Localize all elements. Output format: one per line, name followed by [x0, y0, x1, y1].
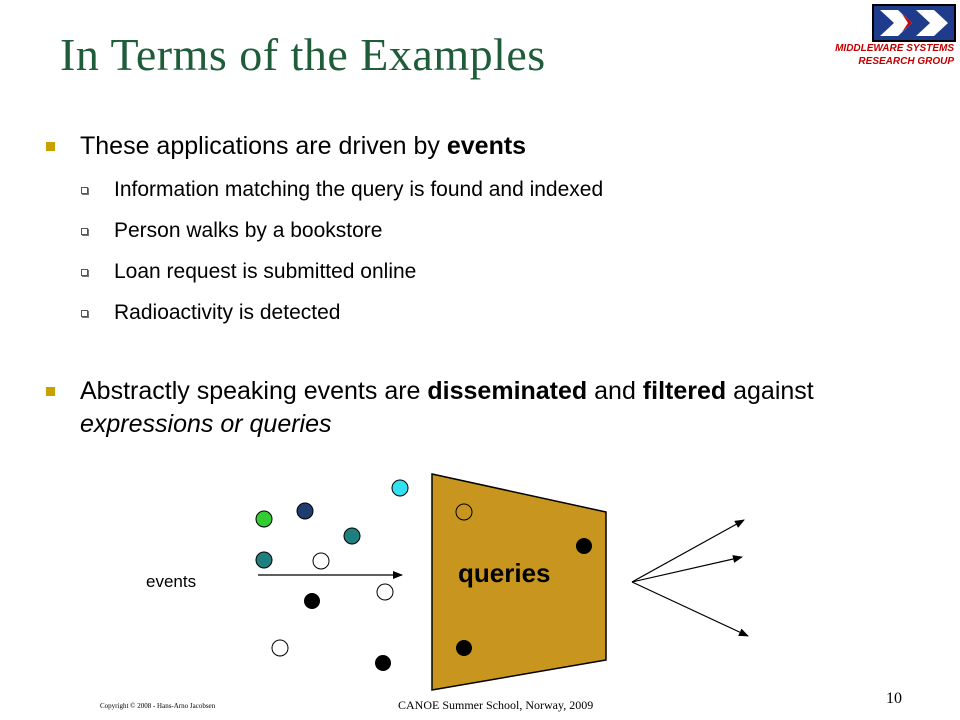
checkbox-bullet-icon: [81, 187, 88, 194]
checkbox-bullet-icon: [81, 269, 88, 276]
event-footer: CANOE Summer School, Norway, 2009: [398, 698, 594, 712]
subitem-4: Radioactivity is detected: [44, 299, 924, 327]
event-dot-hollow: [271, 639, 289, 657]
output-arrow-top: [631, 519, 745, 583]
bullet-2-part3: against: [726, 377, 814, 405]
bullet-2-part2: and: [587, 377, 643, 405]
subitem-1: Information matching the query is found …: [44, 176, 924, 204]
event-dot-cyan: [391, 479, 409, 497]
event-dot-teal: [255, 551, 273, 569]
event-dot-black: [375, 655, 391, 671]
subitem-2-text: Person walks by a bookstore: [114, 219, 383, 242]
bullet-2-italic: expressions or queries: [80, 410, 332, 438]
query-dot-black: [456, 640, 472, 656]
checkbox-bullet-icon: [81, 310, 88, 317]
page-number: 10: [886, 690, 902, 707]
queries-filter-shape: [431, 473, 607, 691]
bullet-2-part1: Abstractly speaking events are: [80, 377, 428, 405]
event-dot-hollow: [312, 552, 330, 570]
msrg-logo: [872, 4, 956, 42]
event-dot-teal: [343, 527, 361, 545]
output-arrow-bottom: [631, 581, 749, 637]
org-line-2: RESEARCH GROUP: [858, 56, 954, 67]
event-dot-navy: [296, 502, 314, 520]
checkbox-bullet-icon: [81, 228, 88, 235]
event-dot-black: [304, 593, 320, 609]
output-arrow-middle: [631, 555, 743, 583]
subitem-4-text: Radioactivity is detected: [114, 301, 341, 324]
bullet-events-driven: These applications are driven by events: [44, 130, 924, 163]
bullet-1-text: These applications are driven by: [80, 132, 447, 160]
copyright-footer: Copyright © 2008 - Hans-Arno Jacobsen: [100, 702, 216, 710]
subitem-2: Person walks by a bookstore: [44, 217, 924, 245]
bullet-1-bold: events: [446, 132, 527, 160]
event-dot-hollow: [376, 583, 394, 601]
event-dot-green: [255, 510, 273, 528]
bullet-abstract: Abstractly speaking events are dissemina…: [44, 375, 924, 441]
queries-label: queries: [458, 558, 551, 588]
bullet-2-bold1: disseminated: [427, 377, 588, 405]
bullet-list: These applications are driven by events …: [44, 130, 924, 441]
query-dot-black: [576, 538, 592, 554]
slide-title: In Terms of the Examples: [60, 29, 546, 80]
subitem-3-text: Loan request is submitted online: [114, 260, 417, 283]
events-label: events: [146, 572, 196, 591]
subitem-1-text: Information matching the query is found …: [114, 178, 604, 201]
subitem-3: Loan request is submitted online: [44, 258, 924, 286]
organization-name: MIDDLEWARE SYSTEMS RESEARCH GROUP: [835, 42, 954, 68]
bullet-2-bold2: filtered: [642, 377, 727, 405]
org-line-1: MIDDLEWARE SYSTEMS: [835, 43, 954, 54]
query-dot-hollow: [455, 503, 473, 521]
